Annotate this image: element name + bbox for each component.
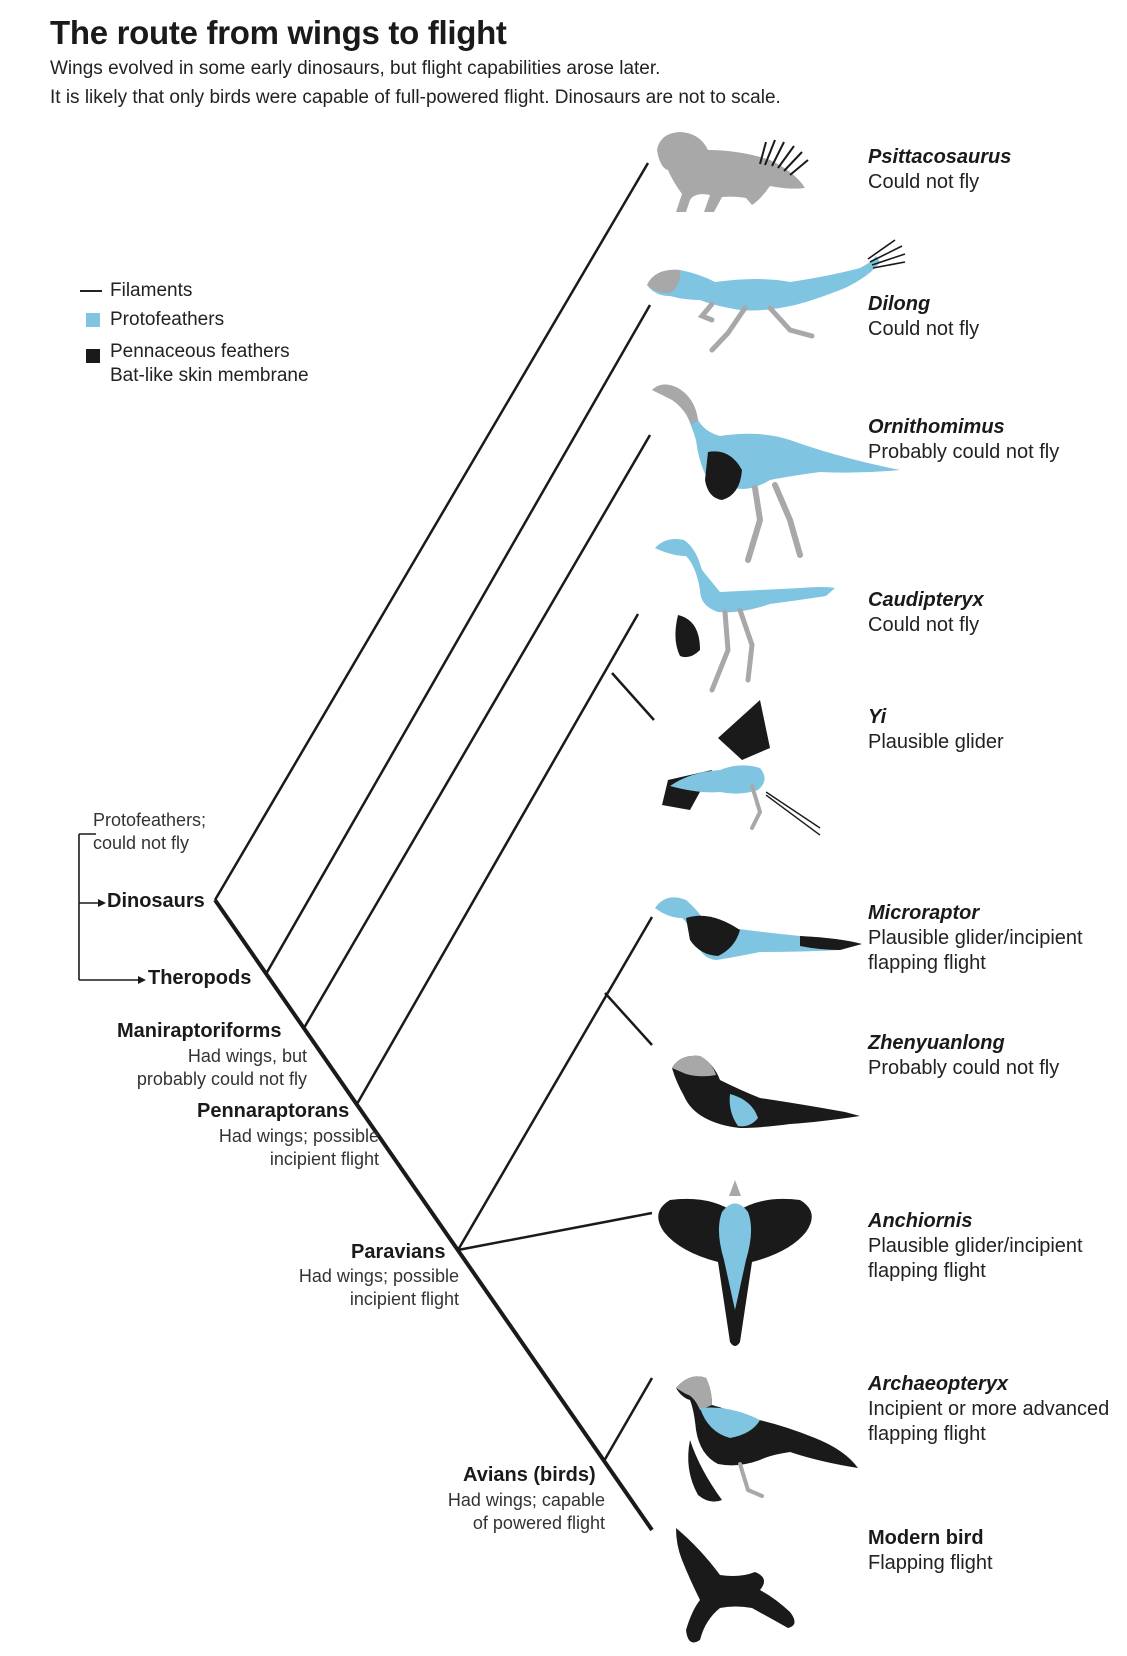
taxon-ornithomimus: Ornithomimus Probably could not fly <box>868 415 1059 465</box>
taxon-ability: Probably could not fly <box>868 441 1060 463</box>
taxon-anchiornis: Anchiornis Plausible glider/incipient fl… <box>868 1209 1083 1284</box>
branch-ornithomimus <box>302 434 652 1029</box>
legend-filaments: Filaments <box>80 280 193 302</box>
taxon-caudipteryx: Caudipteryx Could not fly <box>868 588 984 638</box>
note-protofeathers-line-1: Protofeathers; <box>93 810 207 830</box>
tree-spine <box>213 898 654 1532</box>
taxon-microraptor: Microraptor Plausible glider/incipient f… <box>868 901 1083 976</box>
subtitle-line-1: Wings evolved in some early dinosaurs, b… <box>50 58 661 79</box>
diagram-title: The route from wings to flight <box>50 14 507 51</box>
clade-maniraptoriforms: Maniraptoriforms <box>117 1020 282 1042</box>
subtitle-line-2: It is likely that only birds were capabl… <box>50 87 781 108</box>
anchiornis-silhouette <box>658 1180 812 1346</box>
legend-pennaceous-label-1: Pennaceous feathers <box>110 341 290 362</box>
yi-silhouette <box>662 700 821 836</box>
clade-dinosaurs: Dinosaurs <box>107 890 205 912</box>
taxon-name: Anchiornis <box>868 1210 973 1232</box>
legend-pennaceous-label-2: Bat-like skin membrane <box>110 365 309 386</box>
clade-paravians: Paravians <box>351 1241 446 1263</box>
branch-yi <box>611 672 655 721</box>
taxon-psittacosaurus: Psittacosaurus Could not fly <box>868 145 1011 195</box>
taxon-name: Microraptor <box>868 902 980 924</box>
modern-bird-silhouette <box>676 1528 795 1643</box>
protofeather-swatch <box>86 313 100 327</box>
taxon-ability: Probably could not fly <box>868 1057 1060 1079</box>
branch-psittacosaurus <box>213 162 650 901</box>
clade-avians: Avians (birds) <box>463 1464 596 1486</box>
psittacosaurus-silhouette <box>657 132 809 212</box>
taxon-modern-bird: Modern bird Flapping flight <box>868 1526 993 1576</box>
branch-anchiornis <box>457 1211 653 1252</box>
taxon-ability: Incipient or more advanced <box>868 1398 1110 1420</box>
dilong-silhouette <box>647 239 906 353</box>
taxon-ability: Flapping flight <box>868 1552 993 1574</box>
taxon-ability: Plausible glider <box>868 731 1004 753</box>
clade-pennaraptorans: Pennaraptorans <box>197 1100 350 1122</box>
filament-line-swatch <box>80 290 102 292</box>
clade-theropods: Theropods <box>148 967 252 989</box>
desc-paravians-line-1: Had wings; possible <box>298 1266 459 1286</box>
taxon-name: Dilong <box>868 293 931 315</box>
note-bracket <box>78 833 141 981</box>
pennaceous-swatch <box>86 349 100 363</box>
desc-pennaraptorans-line-2: incipient flight <box>269 1149 379 1169</box>
taxon-dilong: Dilong Could not fly <box>868 292 979 342</box>
archaeopteryx-silhouette <box>676 1376 858 1502</box>
taxon-name: Modern bird <box>868 1527 984 1549</box>
legend-pennaceous: Pennaceous feathers Bat-like skin membra… <box>86 340 309 388</box>
taxon-name: Zhenyuanlong <box>868 1032 1005 1054</box>
desc-avians-line-2: of powered flight <box>472 1513 605 1533</box>
branch-paravian-clade <box>456 916 654 1251</box>
taxon-ability: Could not fly <box>868 614 980 636</box>
arrow-theropods-icon <box>138 976 146 984</box>
desc-paravians-line-2: incipient flight <box>349 1289 459 1309</box>
desc-paravians: Had wings; possible incipient flight <box>299 1265 459 1311</box>
tree-lines <box>213 162 655 1532</box>
desc-pennaraptorans-line-1: Had wings; possible <box>218 1126 379 1146</box>
note-protofeathers: Protofeathers; could not fly <box>93 809 206 855</box>
branch-zhenyuanlong <box>604 992 653 1046</box>
taxon-ability: Plausible glider/incipient <box>868 1235 1083 1257</box>
taxon-ability: Could not fly <box>868 318 980 340</box>
desc-maniraptoriforms-line-1: Had wings, but <box>187 1046 307 1066</box>
taxon-archaeopteryx: Archaeopteryx Incipient or more advanced… <box>868 1372 1109 1447</box>
taxon-name: Ornithomimus <box>868 416 1005 438</box>
microraptor-silhouette <box>655 897 862 960</box>
desc-maniraptoriforms: Had wings, but probably could not fly <box>137 1045 307 1091</box>
taxon-zhenyuanlong: Zhenyuanlong Probably could not fly <box>868 1031 1059 1081</box>
taxon-name: Yi <box>868 706 887 728</box>
taxon-name: Caudipteryx <box>868 589 984 611</box>
taxon-ability: Plausible glider/incipient <box>868 927 1083 949</box>
taxon-ability: flapping flight <box>868 1423 986 1445</box>
taxon-name: Archaeopteryx <box>868 1373 1009 1395</box>
zhenyuanlong-silhouette <box>672 1055 860 1128</box>
legend-protofeathers: Protofeathers <box>86 309 225 331</box>
desc-pennaraptorans: Had wings; possible incipient flight <box>219 1125 379 1171</box>
desc-avians: Had wings; capable of powered flight <box>448 1489 605 1535</box>
branch-pennaraptoran-clade <box>355 613 640 1105</box>
caudipteryx-silhouette <box>655 539 835 693</box>
ornithomimus-silhouette <box>652 384 900 563</box>
taxon-ability: Could not fly <box>868 171 980 193</box>
taxon-ability: flapping flight <box>868 952 986 974</box>
desc-maniraptoriforms-line-2: probably could not fly <box>136 1069 307 1089</box>
taxon-name: Psittacosaurus <box>868 146 1012 168</box>
branch-archaeopteryx <box>602 1377 654 1462</box>
taxon-yi: Yi Plausible glider <box>868 705 1004 755</box>
branch-dilong <box>264 304 652 975</box>
note-protofeathers-line-2: could not fly <box>93 833 190 853</box>
legend-protofeathers-label: Protofeathers <box>110 309 225 330</box>
taxon-ability: flapping flight <box>868 1260 986 1282</box>
legend-filaments-label: Filaments <box>110 280 193 301</box>
arrow-dinosaurs-icon <box>98 899 106 907</box>
desc-avians-line-1: Had wings; capable <box>447 1490 605 1510</box>
